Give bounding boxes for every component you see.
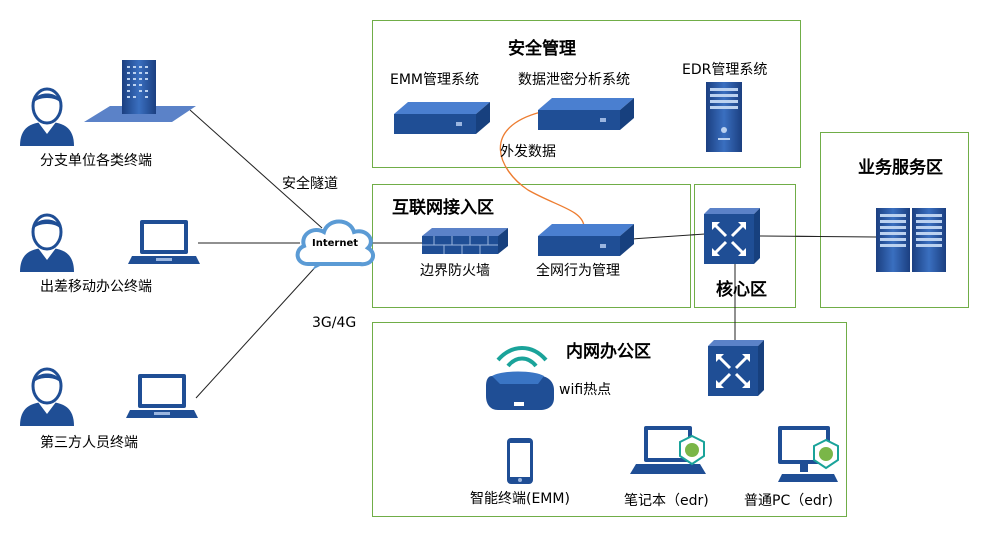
office-zone — [372, 322, 847, 517]
person-icon — [20, 87, 74, 146]
smartphone-icon — [507, 438, 533, 484]
link-core-business-overlay — [759, 235, 877, 238]
behavior-mgmt-appliance-icon — [538, 224, 634, 256]
internet-label: Internet — [312, 238, 359, 249]
person-icon — [20, 213, 74, 272]
business-zone-title: 业务服务区 — [858, 158, 943, 178]
emm-appliance-icon — [394, 102, 490, 134]
mobile-terminal-label: 出差移动办公终端 — [40, 279, 152, 295]
thirdparty-terminal-label: 第三方人员终端 — [40, 435, 138, 451]
internet-cloud-icon — [295, 219, 376, 270]
edr-system-label: EDR管理系统 — [682, 62, 768, 78]
wifi-signal-icon — [496, 346, 548, 368]
branch-terminal-label: 分支单位各类终端 — [40, 153, 152, 169]
edr-laptop-icon — [630, 426, 706, 474]
edr-server-icon — [706, 82, 742, 152]
business-servers-icon — [876, 208, 946, 272]
outbound-data-label: 外发数据 — [500, 144, 556, 160]
smart-terminal-label: 智能终端(EMM) — [470, 491, 570, 507]
office-zone-title: 内网办公区 — [566, 342, 651, 362]
laptop-icon — [128, 220, 200, 264]
dlp-system-label: 数据泄密分析系统 — [518, 72, 630, 88]
link-branch-internet — [189, 109, 323, 229]
outbound-data-line-overlay — [499, 111, 585, 227]
link-behavior-core-overlay — [631, 233, 706, 240]
security-zone-title: 安全管理 — [508, 39, 576, 59]
tunnel-label: 安全隧道 — [282, 176, 338, 192]
wifi-hotspot-label: wifi热点 — [559, 382, 612, 398]
firewall-icon — [422, 228, 508, 254]
dlp-appliance-icon — [538, 98, 634, 130]
wifi-hotspot-icon — [486, 371, 554, 410]
person-icon — [20, 367, 74, 426]
office-switch-icon — [708, 340, 764, 396]
edr-desktop-pc-icon — [778, 426, 839, 482]
behavior-mgmt-label: 全网行为管理 — [536, 263, 620, 279]
core-switch-icon — [704, 208, 760, 264]
pc-edr-label: 普通PC（edr) — [744, 493, 833, 509]
emm-system-label: EMM管理系统 — [390, 72, 480, 88]
laptop-icon — [126, 374, 198, 418]
cellular-label: 3G/4G — [312, 315, 357, 331]
internet-access-zone-title: 互联网接入区 — [392, 198, 494, 218]
core-zone-title: 核心区 — [716, 280, 767, 300]
link-thirdparty-internet — [195, 261, 321, 399]
branch-server-icon — [84, 60, 196, 122]
laptop-edr-label: 笔记本（edr) — [624, 493, 709, 509]
firewall-label: 边界防火墙 — [420, 263, 490, 279]
